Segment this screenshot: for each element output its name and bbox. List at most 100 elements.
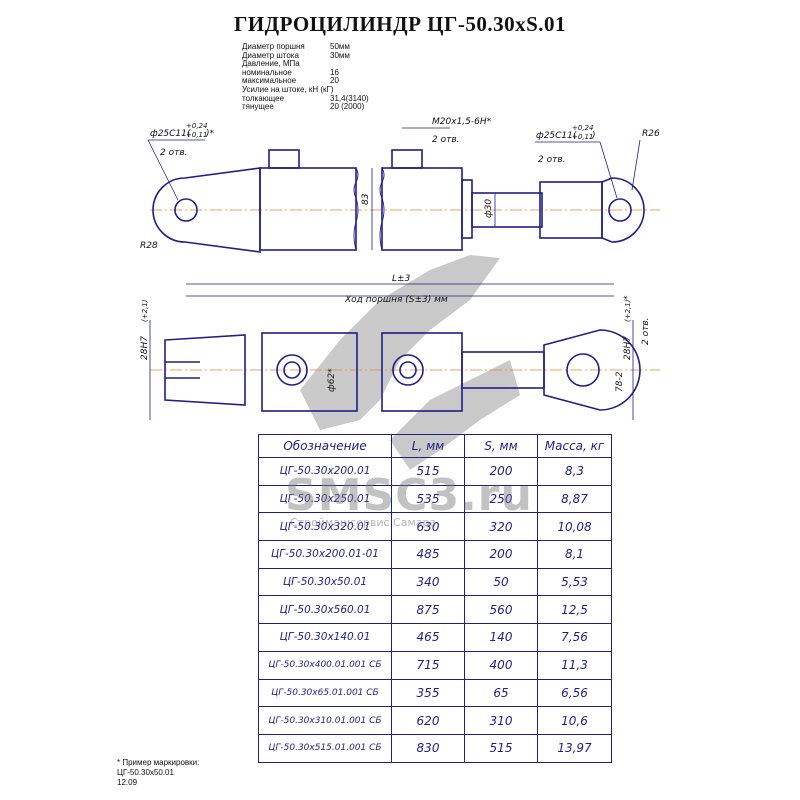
cell-designation: ЦГ-50.30х560.01 bbox=[258, 595, 392, 625]
barrel-right bbox=[381, 167, 463, 251]
cell-length: 620 bbox=[391, 706, 465, 735]
break-line bbox=[353, 167, 359, 251]
left-eye-hole bbox=[174, 198, 198, 222]
barrel-bottom-left bbox=[261, 332, 358, 412]
cell-stroke: 50 bbox=[464, 567, 538, 597]
cell-length: 515 bbox=[391, 457, 465, 486]
cell-stroke: 515 bbox=[464, 733, 538, 763]
tol-upper-right: +0,24 bbox=[572, 124, 593, 132]
length-label: L±3 bbox=[392, 274, 411, 284]
cell-mass: 10,08 bbox=[537, 512, 612, 542]
cell-mass: 8,1 bbox=[537, 540, 612, 569]
dim-78-label: 78-2 bbox=[615, 371, 625, 392]
slot-qty-label: 2 отв. bbox=[641, 317, 651, 345]
right-eye-body bbox=[601, 177, 645, 243]
cell-mass: 5,53 bbox=[537, 567, 612, 597]
piston-rod bbox=[471, 192, 543, 228]
cell-stroke: 200 bbox=[464, 457, 538, 486]
cell-stroke: 140 bbox=[464, 623, 538, 652]
cell-designation: ЦГ-50.30х200.01-01 bbox=[258, 540, 392, 569]
note-line: * Пример маркировки: bbox=[117, 758, 200, 767]
cell-designation: ЦГ-50.30х65.01.001 СБ bbox=[258, 678, 392, 708]
port-bottom-left bbox=[276, 354, 308, 386]
document-title: ГИДРОЦИЛИНДР ЦГ-50.30хS.01 bbox=[233, 12, 567, 36]
stroke-label: Ход поршня (S±3) мм bbox=[344, 295, 448, 305]
cell-designation: ЦГ-50.30х140.01 bbox=[258, 623, 392, 652]
right-eye-hole bbox=[608, 198, 632, 222]
port-left bbox=[268, 149, 300, 169]
cell-designation: ЦГ-50.30х400.01.001 СБ bbox=[258, 650, 392, 680]
spec-value: 16 bbox=[330, 67, 339, 77]
note-line: ЦГ-50.30х50.01 bbox=[117, 768, 174, 777]
slot-left-tol: (+2,1) bbox=[141, 299, 149, 322]
slot-right-label: 28H7 bbox=[623, 336, 633, 360]
cell-mass: 8,87 bbox=[537, 484, 612, 514]
bore-left-suffix: )* bbox=[205, 129, 215, 139]
radius-right-label: R26 bbox=[642, 129, 660, 139]
variants-table: Обозначение L, мм S, мм Масса, кг ЦГ-50.… bbox=[258, 434, 612, 763]
spec-label: толкающее bbox=[242, 93, 285, 103]
left-eye-body bbox=[152, 167, 261, 253]
table-header-row: Обозначение L, мм S, мм Масса, кг bbox=[258, 434, 612, 458]
cell-length: 715 bbox=[391, 650, 465, 680]
cell-mass: 7,56 bbox=[537, 623, 612, 652]
col-header-mass: Масса, кг bbox=[537, 434, 612, 458]
cell-length: 875 bbox=[391, 595, 465, 625]
barrel-left bbox=[259, 167, 357, 251]
marking-note: * Пример маркировки: ЦГ-50.30х50.01 12.0… bbox=[117, 758, 199, 788]
dim-83-label: 83 bbox=[361, 193, 371, 205]
thread-label: М20х1,5-6Н* bbox=[432, 117, 492, 127]
cell-length: 340 bbox=[391, 567, 465, 597]
cell-mass: 6,56 bbox=[537, 678, 612, 708]
spec-label: Усилие на штоке, кН (кГ) bbox=[242, 84, 334, 94]
cell-mass: 12,5 bbox=[537, 595, 612, 625]
cell-stroke: 560 bbox=[464, 595, 538, 625]
slot-left-label: 28H7 bbox=[140, 336, 150, 360]
thread-qty-label: 2 отв. bbox=[432, 135, 460, 145]
cell-designation: ЦГ-50.30х310.01.001 СБ bbox=[258, 706, 392, 735]
cell-mass: 13,97 bbox=[537, 733, 612, 763]
spec-label: номинальное bbox=[242, 67, 292, 77]
cell-mass: 11,3 bbox=[537, 650, 612, 680]
note-line: 12.09 bbox=[117, 778, 138, 787]
watermark-subtitle: Строймашсервис Самара bbox=[290, 516, 437, 529]
tol-lower-right: +0,11 bbox=[572, 133, 593, 141]
radius-left-label: R28 bbox=[140, 241, 158, 251]
cell-length: 465 bbox=[391, 623, 465, 652]
tol-lower-left: +0,11 bbox=[186, 131, 207, 139]
bore-right-label: ф25С11( bbox=[536, 131, 577, 141]
watermark-brand: SMSC3.ru bbox=[285, 470, 533, 521]
cell-length: 485 bbox=[391, 540, 465, 569]
spec-value: 30мм bbox=[330, 50, 350, 60]
col-header-designation: Обозначение bbox=[258, 434, 392, 458]
cell-stroke: 200 bbox=[464, 540, 538, 569]
cell-length: 830 bbox=[391, 733, 465, 763]
slot-right-star: * bbox=[623, 295, 633, 300]
spec-label: тянущее bbox=[242, 102, 274, 112]
top-view bbox=[147, 127, 660, 297]
cell-length: 355 bbox=[391, 678, 465, 708]
spec-label: Диаметр поршня bbox=[242, 42, 305, 51]
cell-designation: ЦГ-50.30х515.01.001 СБ bbox=[258, 733, 392, 763]
spec-label: максимальное bbox=[242, 76, 297, 86]
tol-upper-left: +0,24 bbox=[186, 122, 207, 130]
spec-value: 20 (2000) bbox=[330, 102, 365, 112]
cell-stroke: 65 bbox=[464, 678, 538, 708]
spec-label: Диаметр штока bbox=[242, 50, 299, 60]
cell-designation: ЦГ-50.30х50.01 bbox=[258, 567, 392, 597]
col-header-stroke: S, мм bbox=[464, 434, 538, 458]
cell-stroke: 310 bbox=[464, 706, 538, 735]
dim-62-label: ф62* bbox=[327, 368, 337, 392]
